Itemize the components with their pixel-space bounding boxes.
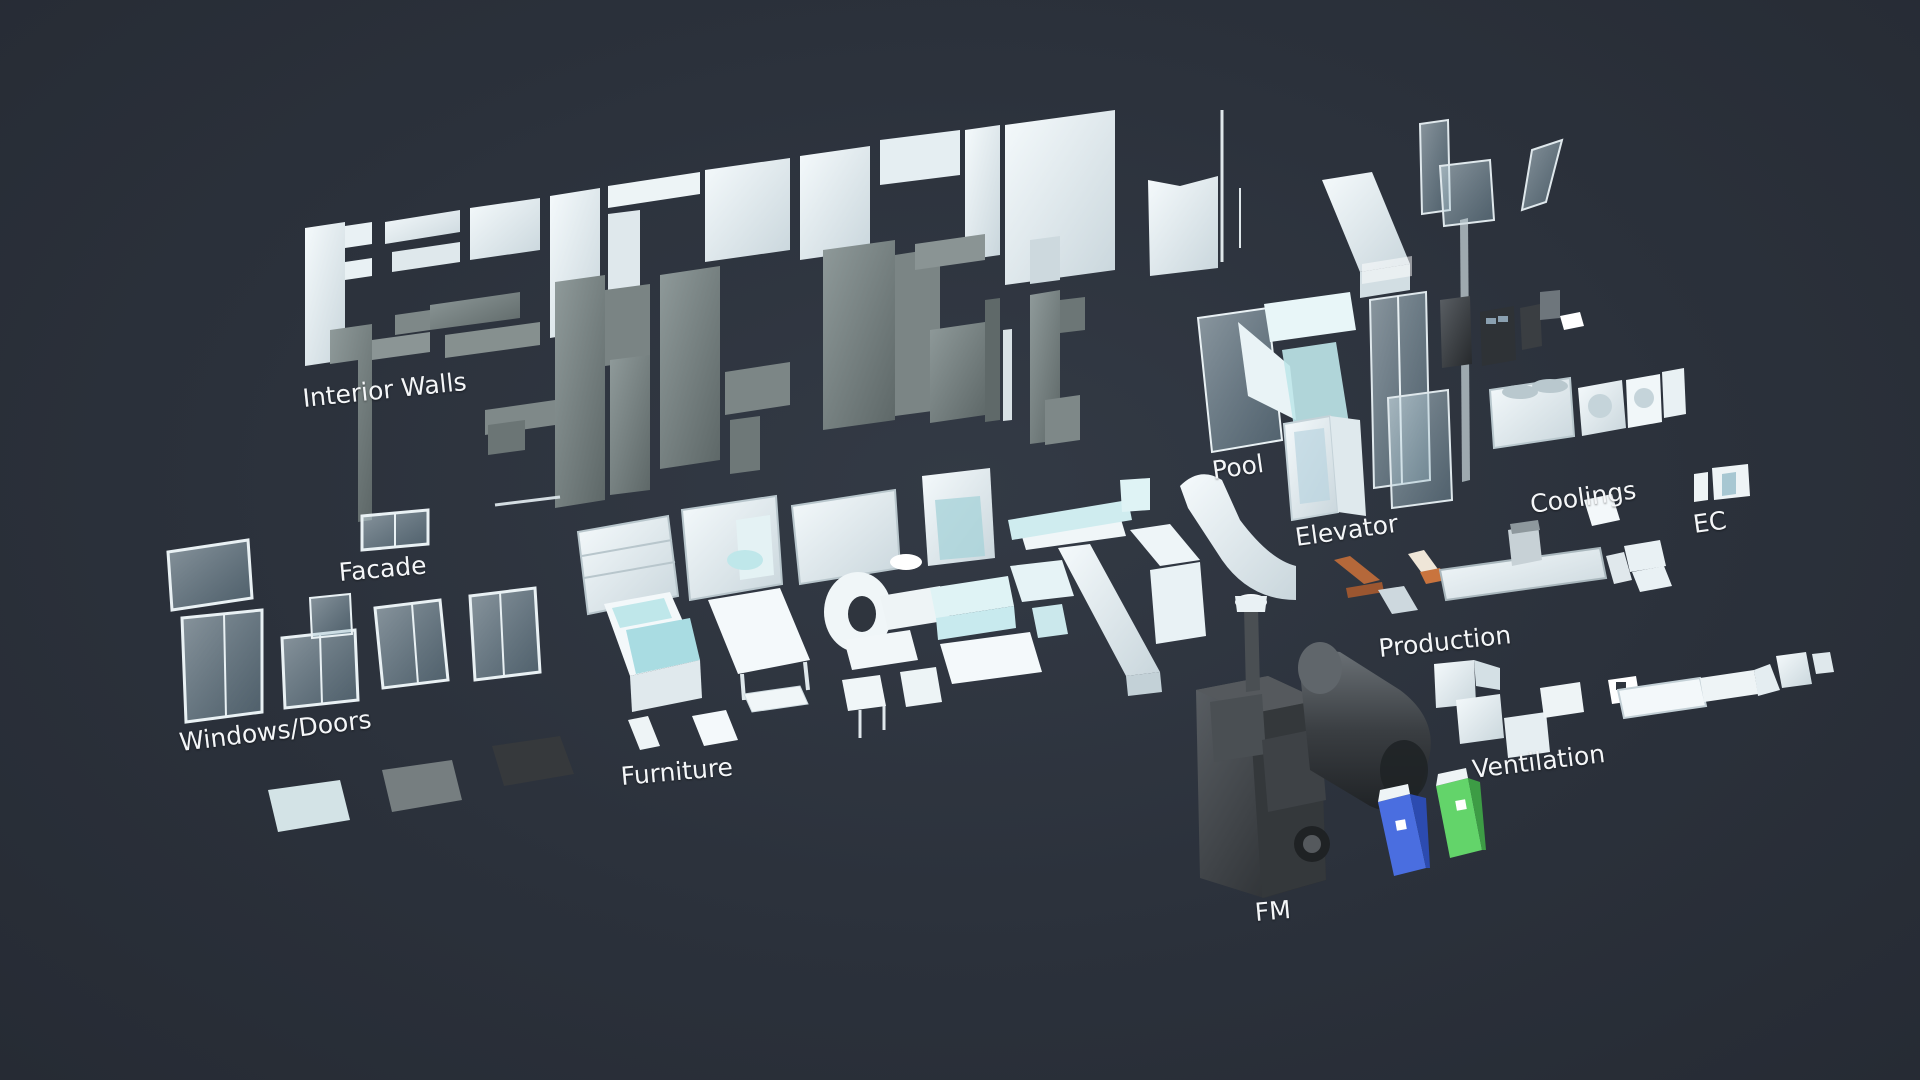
label-facade: Facade bbox=[337, 550, 428, 587]
windows-doors-group bbox=[166, 508, 542, 724]
label-pool: Pool bbox=[1210, 449, 1266, 485]
elevator-group bbox=[1282, 118, 1564, 522]
fm-group bbox=[1196, 594, 1486, 898]
production-group bbox=[1334, 520, 1672, 614]
material-tiles-group bbox=[268, 736, 574, 832]
furniture-group bbox=[576, 468, 1296, 750]
pool-group bbox=[1196, 172, 1412, 454]
ventilation-group bbox=[1434, 652, 1834, 758]
label-ec: EC bbox=[1691, 505, 1729, 539]
ec-racks-group bbox=[1440, 290, 1750, 502]
label-fm: FM bbox=[1253, 894, 1292, 927]
coolings-group bbox=[1488, 368, 1686, 526]
interior-walls-group bbox=[305, 110, 1241, 366]
facade-walls-group bbox=[330, 234, 1085, 522]
